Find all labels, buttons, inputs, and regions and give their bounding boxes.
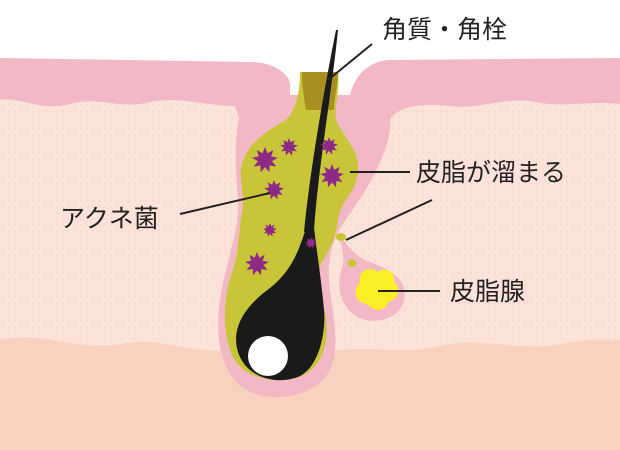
label-acne-bacteria: アクネ菌 xyxy=(60,204,159,233)
acne-bacteria-icon xyxy=(305,237,317,249)
hair-shaft xyxy=(304,30,338,232)
label-keratin-plug: 角質・角栓 xyxy=(382,15,507,44)
sebum-droplet xyxy=(347,259,357,267)
acne-bacteria-icon xyxy=(320,164,344,188)
acne-bacteria-group xyxy=(245,137,344,276)
sebum-droplet xyxy=(336,233,346,241)
acne-bacteria-icon xyxy=(252,147,278,173)
label-sebum-accumulates: 皮脂が溜まる xyxy=(416,158,566,187)
acne-bacteria-icon xyxy=(320,137,338,155)
acne-bacteria-icon xyxy=(264,180,284,200)
leader-line-sebaceous-duct xyxy=(345,199,433,241)
leader-line-keratin-plug xyxy=(327,43,373,81)
label-sebaceous-gland: 皮脂腺 xyxy=(450,277,525,306)
acne-bacteria-icon xyxy=(280,138,298,156)
subcutaneous-layer xyxy=(0,337,620,450)
keratin-plug xyxy=(302,72,338,110)
hair-bulb xyxy=(248,336,288,376)
acne-bacteria-icon xyxy=(263,223,277,237)
sebaceous-gland xyxy=(355,269,399,310)
leader-line-acne-bacteria xyxy=(179,192,271,215)
acne-bacteria-icon xyxy=(245,252,269,276)
